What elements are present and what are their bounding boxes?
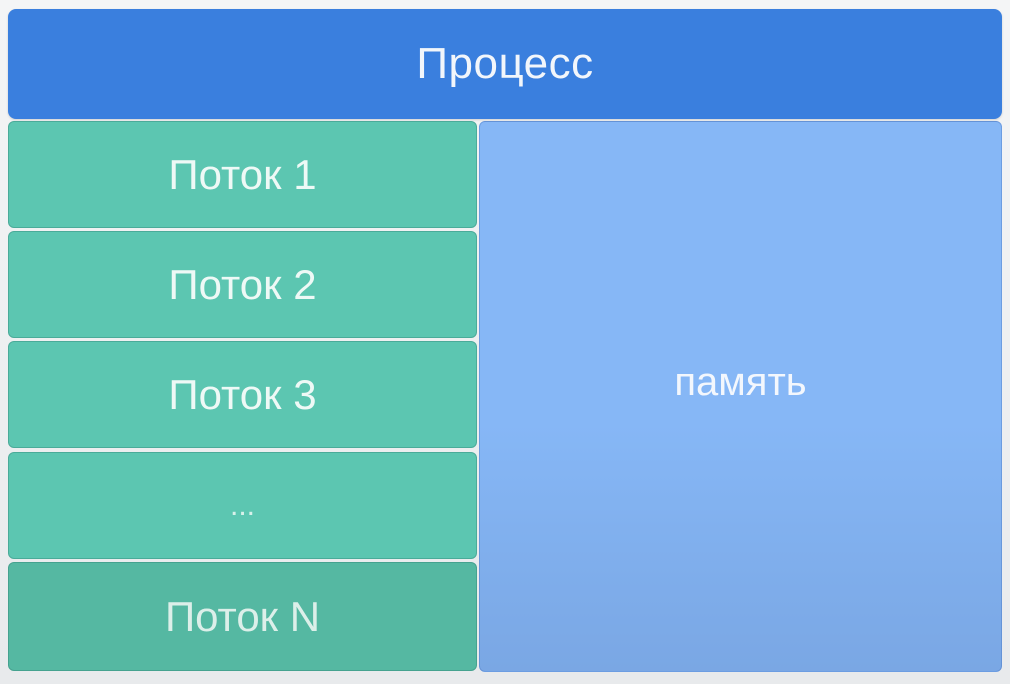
thread-block-n: Поток N [8, 562, 477, 671]
process-block: Процесс [8, 9, 1002, 119]
thread-label: Поток 3 [168, 370, 317, 418]
process-label: Процесс [416, 39, 594, 88]
thread-block-ellipsis: ... [8, 452, 477, 559]
thread-block-2: Поток 2 [8, 231, 477, 338]
threads-column: Поток 1 Поток 2 Поток 3 ... Поток N [8, 121, 477, 672]
thread-label: Поток 2 [168, 260, 317, 308]
memory-label: память [674, 360, 807, 404]
thread-label: ... [229, 488, 255, 522]
thread-label: Поток 1 [168, 150, 317, 198]
thread-block-1: Поток 1 [8, 121, 477, 228]
thread-block-3: Поток 3 [8, 341, 477, 448]
memory-block: память [479, 121, 1002, 672]
thread-label: Поток N [164, 592, 321, 640]
